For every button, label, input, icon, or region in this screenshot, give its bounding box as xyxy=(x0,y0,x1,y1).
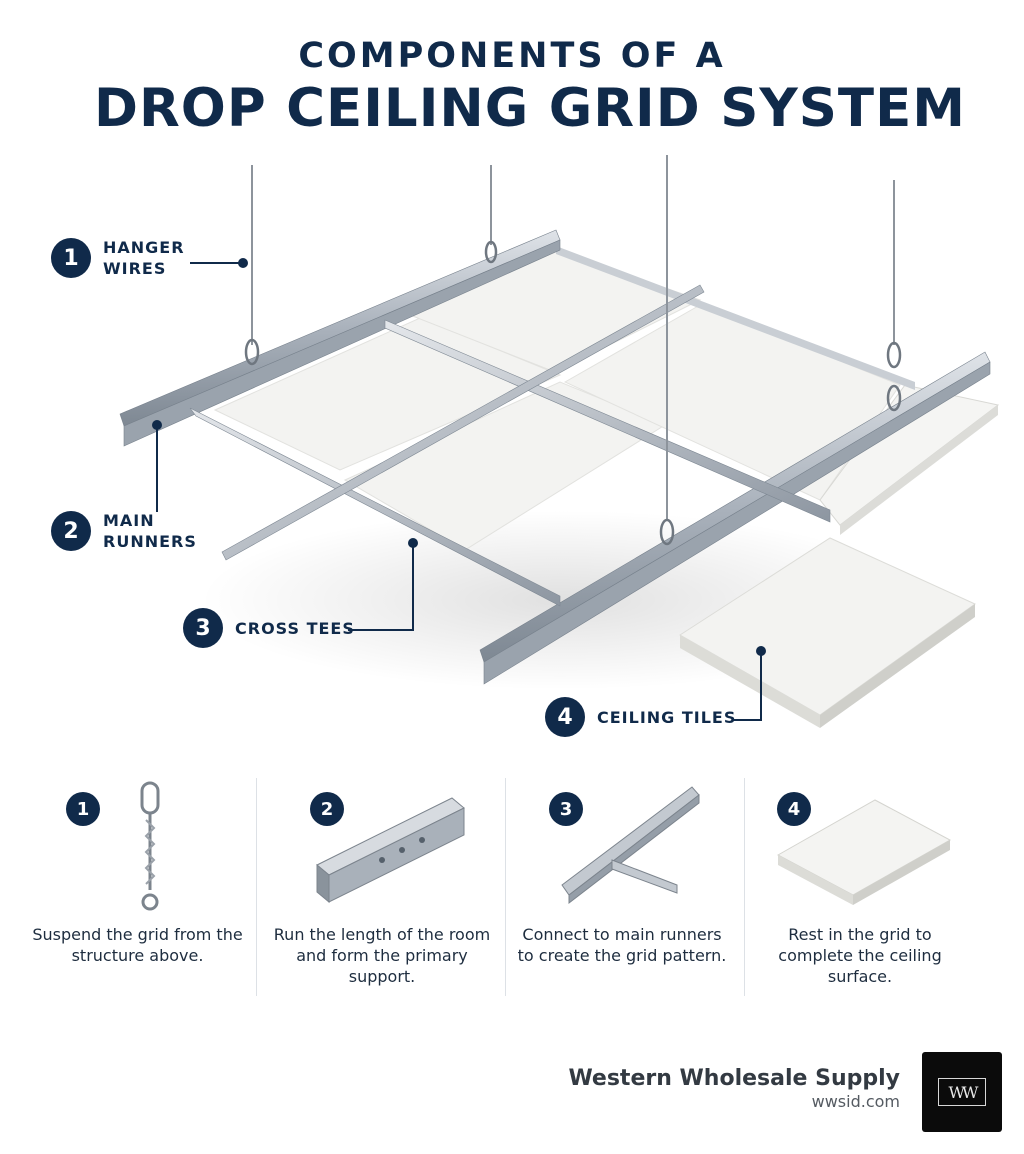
callout-main-runners: 2 MAIN RUNNERS xyxy=(51,510,213,552)
title-line-2: DROP CEILING GRID SYSTEM xyxy=(93,78,967,139)
panel-description: Run the length of the room and form the … xyxy=(273,925,491,986)
panel-divider xyxy=(744,778,745,996)
panel-ceiling-tiles: 4 Rest in the grid to complete the ceili… xyxy=(750,780,970,995)
brand-name: Western Wholesale Supply xyxy=(568,1066,900,1091)
main-runner-icon xyxy=(316,797,465,904)
callout-cross-tees: 3 CROSS TEES xyxy=(183,608,355,648)
panel-divider xyxy=(505,778,506,996)
cross-tee xyxy=(221,284,705,561)
leader-line xyxy=(348,543,414,631)
panel-description: Connect to main runners to create the gr… xyxy=(517,925,727,965)
callout-ceiling-tiles: 4 CEILING TILES xyxy=(545,697,736,737)
brand-logo-mark: WW xyxy=(938,1078,986,1106)
callout-badge: 1 xyxy=(51,238,91,278)
panel-badge: 4 xyxy=(777,792,811,826)
callout-label: HANGER WIRES xyxy=(103,238,185,278)
ceiling-tile-icon xyxy=(776,799,952,905)
callout-hanger-wires: 1 HANGER WIRES xyxy=(51,237,213,279)
main-runner xyxy=(123,239,561,447)
callout-badge: 2 xyxy=(51,511,91,551)
main-runner xyxy=(556,246,915,390)
callout-label: CEILING TILES xyxy=(597,707,737,727)
tile-edge xyxy=(820,604,975,728)
panel-main-runners: 2 Run the length of the room and form th… xyxy=(272,780,492,995)
panel-badge: 3 xyxy=(549,792,583,826)
callout-badge: 4 xyxy=(545,697,585,737)
hanger-wire-icon xyxy=(140,781,160,911)
brand-logo: WW xyxy=(922,1052,1002,1132)
brand-url: wwsid.com xyxy=(811,1092,900,1111)
panel-description: Rest in the grid to complete the ceiling… xyxy=(778,925,942,986)
cross-tee-icon xyxy=(561,786,700,905)
main-runner xyxy=(483,361,991,685)
callout-label: MAIN RUNNERS xyxy=(103,511,197,551)
panel-hanger-wires: 1 Suspend the grid from the structure ab… xyxy=(30,780,245,995)
grid-illustration xyxy=(119,155,1000,728)
panel-badge: 1 xyxy=(66,792,100,826)
callout-label: CROSS TEES xyxy=(235,618,355,638)
title-line-1: COMPONENTS OF A xyxy=(298,36,726,76)
cross-tee xyxy=(384,319,831,523)
cross-tee xyxy=(189,407,561,607)
panel-divider xyxy=(256,778,257,996)
panel-cross-tees: 3 Connect to main runners to create the … xyxy=(512,780,732,995)
panel-badge: 2 xyxy=(310,792,344,826)
leader-line xyxy=(733,651,762,721)
tile-edge xyxy=(680,635,820,728)
callout-badge: 3 xyxy=(183,608,223,648)
panel-description: Suspend the grid from the structure abov… xyxy=(32,925,243,965)
tile-edge xyxy=(840,405,998,535)
ceiling-tile xyxy=(213,317,562,471)
